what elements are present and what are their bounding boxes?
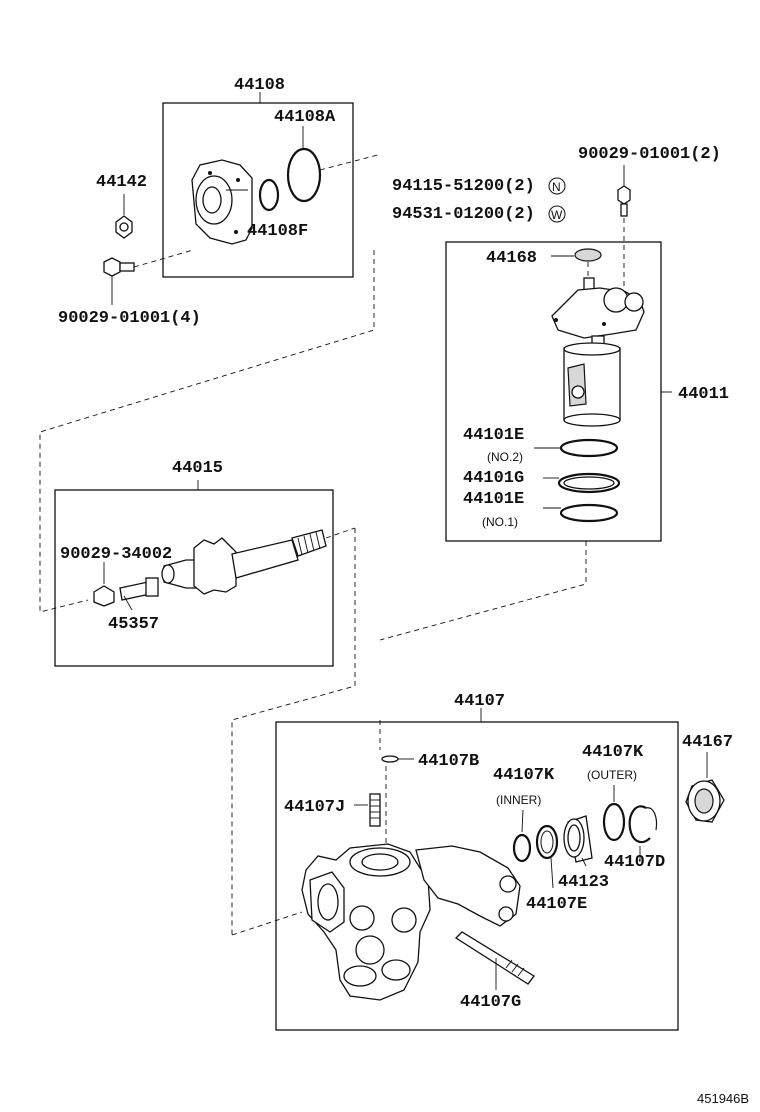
group-44011: 44011 44168 44101E (NO.2) 44101 — [445, 241, 729, 542]
label-90029-01001-2: 90029-01001(2) — [578, 145, 721, 164]
ring-44101G-inner — [563, 476, 615, 490]
gear-housing — [301, 843, 521, 1001]
rod-44107G — [454, 931, 535, 985]
label-45357: 45357 — [108, 615, 159, 634]
oring-44108A — [286, 147, 322, 203]
ring-44107K-inner — [512, 833, 532, 863]
pinion-shaft — [161, 527, 356, 595]
part-44142: 44142 — [96, 173, 147, 239]
ring-44107E — [535, 824, 559, 860]
marker-w — [548, 205, 566, 223]
label-44101E-no1: 44101E — [463, 490, 524, 509]
label-90029-34002: 90029-34002 — [60, 545, 172, 564]
label-44168: 44168 — [486, 249, 537, 268]
label-44107: 44107 — [454, 692, 505, 711]
label-94115-51200: 94115-51200(2) — [392, 177, 535, 196]
label-94531-01200: 94531-01200(2) — [392, 205, 535, 224]
label-44015: 44015 — [172, 459, 223, 478]
plug-44107B — [381, 755, 399, 763]
seal-44108F — [258, 178, 280, 212]
group-44108: 44108 44108F 44108A — [162, 76, 379, 278]
ring-44101E-no2 — [559, 438, 619, 458]
label-44108F: 44108F — [247, 222, 308, 241]
seal-44168 — [574, 248, 602, 262]
part-94115-51200: 94115-51200(2) N — [392, 177, 566, 196]
part-90029-01001-2: 90029-01001(2) — [578, 145, 721, 290]
group-44107-box — [275, 721, 679, 1031]
label-44142: 44142 — [96, 173, 147, 192]
note-no2: (NO.2) — [487, 450, 523, 464]
group-44108-box — [162, 102, 354, 278]
nut-90029-34002 — [93, 585, 115, 607]
label-44107K-outer: 44107K — [582, 743, 644, 762]
part-94531-01200: 94531-01200(2) W — [392, 205, 566, 224]
label-44107K-inner: 44107K — [493, 766, 555, 785]
pump-cover — [191, 159, 253, 245]
marker-w-letter: W — [551, 208, 563, 222]
label-44101E-no2: 44101E — [463, 426, 524, 445]
note-inner: (INNER) — [496, 793, 541, 807]
dash-connector-2 — [379, 541, 587, 641]
group-44015-box — [54, 489, 334, 667]
note-outer: (OUTER) — [587, 768, 637, 782]
marker-n-letter: N — [552, 180, 561, 194]
group-44107: 44107 44107B 44107J — [275, 692, 679, 1031]
figure-code: 451946B — [697, 1091, 749, 1106]
marker-n — [548, 177, 566, 195]
part-44167: 44167 — [682, 733, 733, 823]
label-44167: 44167 — [682, 733, 733, 752]
note-no1: (NO.1) — [482, 515, 518, 529]
group-44015: 44015 90029-34002 45357 — [54, 459, 356, 667]
ring-44101E-no1 — [559, 503, 619, 523]
label-44108: 44108 — [234, 76, 285, 95]
ring-44107E-inner — [540, 830, 554, 854]
dash-connector-4 — [231, 911, 303, 936]
label-44108A: 44108A — [274, 108, 336, 127]
valve-body — [551, 277, 645, 427]
ring-44107K-outer — [602, 802, 626, 842]
snapring-44107D — [628, 805, 651, 844]
stud-44107J — [369, 793, 381, 827]
label-44107G: 44107G — [460, 993, 521, 1012]
ring-44101G — [557, 472, 621, 494]
label-44101G: 44101G — [463, 469, 524, 488]
label-44107E: 44107E — [526, 895, 587, 914]
label-44107B: 44107B — [418, 752, 479, 771]
label-44123: 44123 — [558, 873, 609, 892]
part-90029-01001-4: 90029-01001(4) — [58, 249, 201, 328]
group-44011-box — [445, 241, 662, 542]
label-90029-01001-4: 90029-01001(4) — [58, 309, 201, 328]
label-44107J: 44107J — [284, 798, 345, 817]
label-44011: 44011 — [678, 385, 729, 404]
label-44107D: 44107D — [604, 853, 665, 872]
dash-connector-1 — [39, 250, 375, 613]
